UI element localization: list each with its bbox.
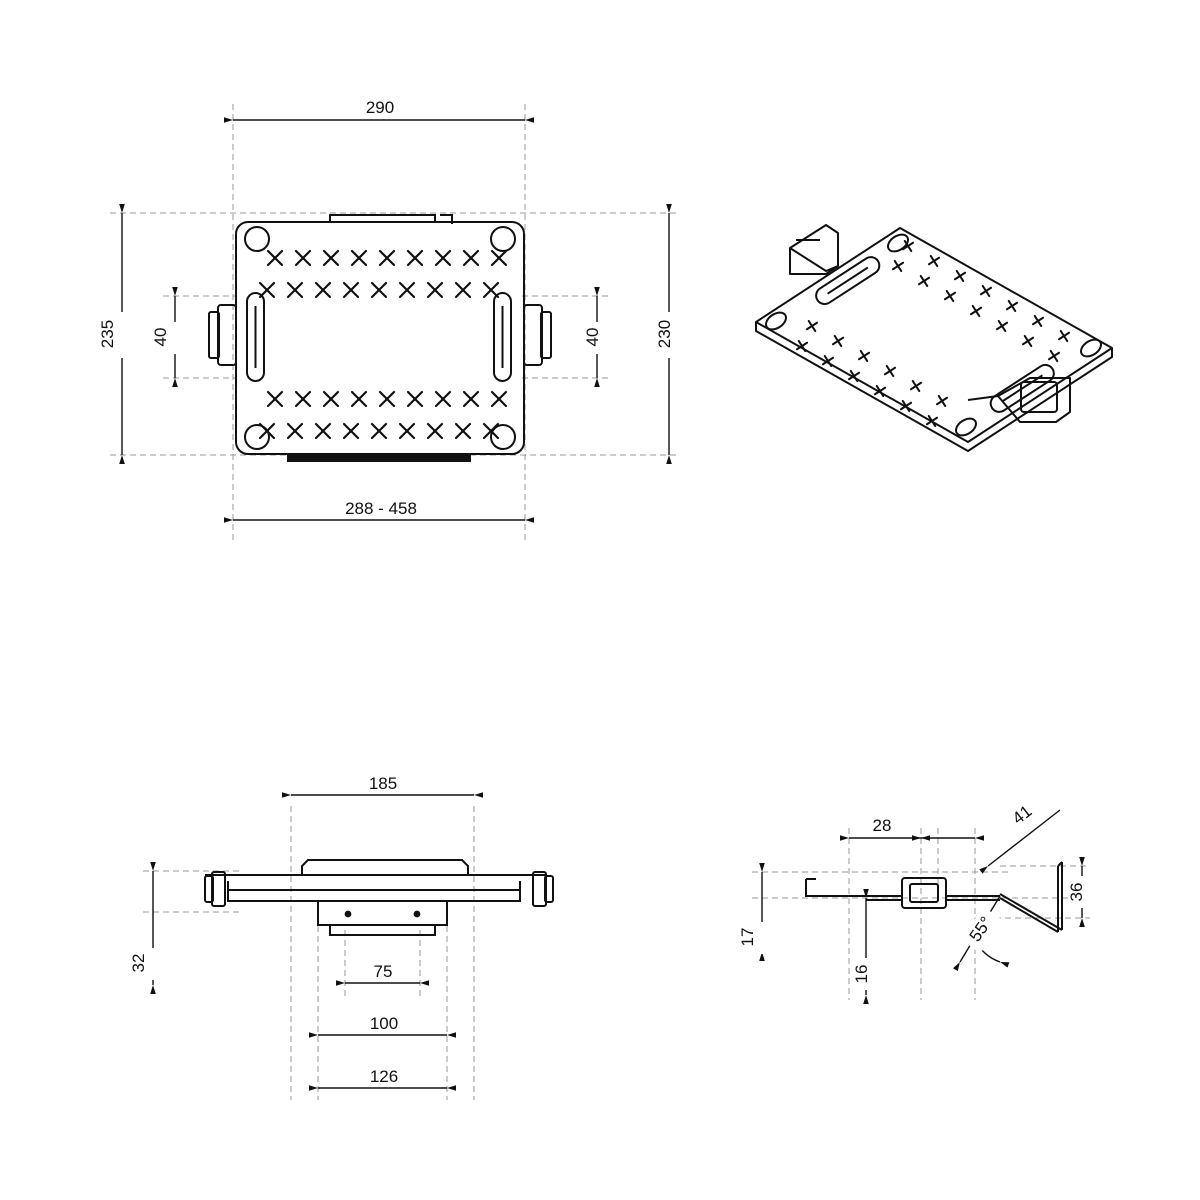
dimension-label: 16 [852, 965, 871, 984]
dimension-label: 126 [370, 1067, 398, 1086]
dimension-label: 75 [374, 962, 393, 981]
dimension-label: 185 [369, 774, 397, 793]
dimension-top-height-230: 230 [655, 204, 680, 464]
top-view-construction-lines [110, 104, 680, 540]
top-view: 290 288 - 458 235 40 [98, 97, 680, 540]
dimension-top-width-290: 290 [224, 97, 534, 123]
top-view-clamp-arms [208, 292, 552, 382]
top-view-perforation-pattern [258, 249, 508, 440]
dimension-label: 32 [129, 954, 148, 973]
dimension-label: 40 [583, 328, 602, 347]
dimension-side-length-41: 41 [979, 792, 1061, 874]
iso-view-perforation-pattern [795, 239, 1071, 428]
dimension-top-height-40-right: 40 [583, 287, 608, 387]
dimension-label: 28 [873, 816, 892, 835]
front-view-body [204, 859, 554, 936]
front-view: 185 32 75 100 [129, 773, 554, 1100]
dimension-side-width-28: 28 [840, 815, 984, 841]
dimension-front-width-75: 75 [336, 961, 429, 986]
side-view-construction-lines [752, 828, 1090, 1000]
dimension-label: 40 [151, 328, 170, 347]
front-view-construction-lines [143, 806, 475, 1100]
dimension-label: 288 - 458 [345, 499, 417, 518]
dimension-side-angle-55: 55° [952, 895, 1010, 972]
dimension-label: 230 [655, 320, 674, 348]
dimension-top-height-40-left: 40 [151, 287, 178, 387]
dimension-front-width-126: 126 [309, 1066, 456, 1091]
dimension-front-height-32: 32 [129, 862, 156, 994]
dimension-top-height-235: 235 [98, 204, 125, 464]
side-view-body [805, 861, 1063, 933]
dimension-label: 100 [370, 1014, 398, 1033]
dimension-side-height-17: 16 [852, 889, 877, 1004]
dimension-side-height-16: 17 [738, 863, 765, 961]
dimension-side-height-36: 36 [1067, 857, 1092, 927]
dimension-label: 235 [98, 320, 117, 348]
dimension-label: 17 [738, 928, 757, 947]
iso-view [755, 224, 1113, 452]
dimension-front-width-185: 185 [282, 773, 483, 798]
dimension-top-width-288-458: 288 - 458 [224, 498, 534, 523]
top-view-plate [235, 214, 525, 462]
dimension-label: 36 [1067, 883, 1086, 902]
dimension-label: 290 [366, 98, 394, 117]
side-view: 28 41 36 17 [738, 792, 1092, 1004]
dimension-front-width-100: 100 [309, 1013, 456, 1038]
